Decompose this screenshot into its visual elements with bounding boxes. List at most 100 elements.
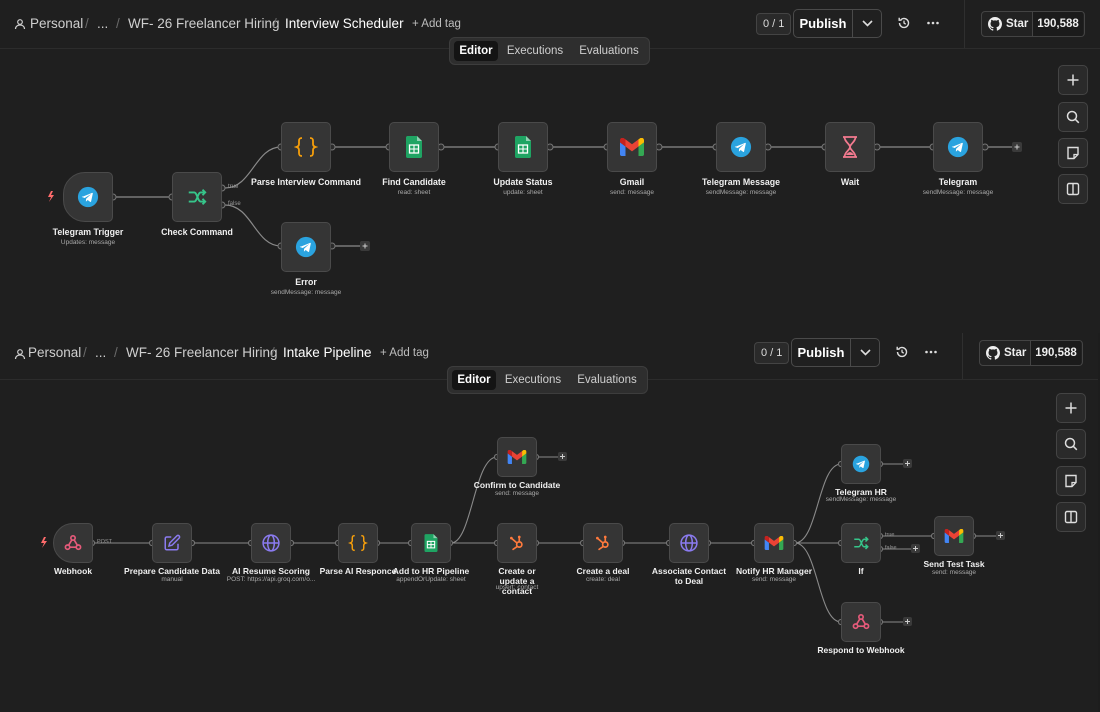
node-prepare-candidate-data[interactable]: [152, 523, 192, 563]
github-star-label: Star: [1004, 347, 1027, 359]
top-bar: Personal / ... / WF- 26 Freelancer Hirin…: [0, 0, 1100, 49]
search-nodes-button[interactable]: [1058, 102, 1088, 132]
toggle-panel-button[interactable]: [1056, 502, 1086, 532]
node-send-test-task[interactable]: [934, 516, 974, 556]
node-telegram-trigger[interactable]: [63, 172, 113, 222]
tab-executions[interactable]: Executions: [506, 45, 564, 57]
add-connection-icons: [558, 452, 1005, 626]
header-divider: [964, 0, 965, 48]
workflow-panel-intake-pipeline: Personal / ... / WF- 26 Freelancer Hirin…: [0, 333, 1098, 712]
node-ai-resume-scoring[interactable]: [251, 523, 291, 563]
node-create-a-deal[interactable]: [583, 523, 623, 563]
node-add-to-hr-pipeline[interactable]: [411, 523, 451, 563]
globe-icon: [680, 534, 698, 552]
node-update-status[interactable]: [498, 122, 548, 172]
sticky-note-button[interactable]: [1056, 466, 1086, 496]
panel-icon: [1066, 182, 1080, 196]
history-icon[interactable]: [891, 341, 913, 363]
globe-icon: [262, 534, 280, 552]
breadcrumb-project[interactable]: WF- 26 Freelancer Hiring: [128, 16, 280, 31]
node-telegram[interactable]: [933, 122, 983, 172]
breadcrumb-separator: /: [273, 16, 277, 31]
gmail-icon: [620, 138, 644, 156]
node-label: Gmail: [619, 177, 645, 187]
github-star-button[interactable]: Star: [980, 341, 1031, 365]
publish-options-button[interactable]: [852, 10, 882, 37]
more-options-icon[interactable]: [920, 341, 942, 363]
tab-evaluations[interactable]: Evaluations: [579, 45, 639, 57]
node-subtitle: upsert: contact: [495, 584, 539, 591]
node-subtitle: send: message: [494, 490, 540, 497]
node-wait[interactable]: [825, 122, 875, 172]
github-star-button[interactable]: Star: [982, 12, 1033, 36]
node-label: Create a deal: [576, 566, 630, 576]
github-star-widget[interactable]: Star 190,588: [979, 340, 1083, 366]
publish-button[interactable]: Publish: [793, 9, 882, 38]
code-braces-icon: [348, 534, 368, 552]
node-label: Parse AI Responce: [319, 566, 397, 576]
add-node-button[interactable]: [1058, 65, 1088, 95]
node-subtitle: create: deal: [586, 576, 620, 583]
node-confirm-to-candidate[interactable]: [497, 437, 537, 477]
node-label: Parse Interview Command: [251, 177, 361, 187]
node-associate-contact-to-deal[interactable]: [669, 523, 709, 563]
node-label: Find Candidate: [382, 177, 446, 187]
search-icon: [1066, 110, 1080, 124]
github-star-widget[interactable]: Star 190,588: [981, 11, 1085, 37]
branch-false-label: false: [228, 201, 241, 207]
node-respond-to-webhook[interactable]: [841, 602, 881, 642]
node-label: Prepare Candidate Data: [124, 566, 220, 576]
node-notify-hr-manager[interactable]: [754, 523, 794, 563]
add-tag-button[interactable]: + Add tag: [380, 347, 429, 359]
header-divider: [962, 333, 963, 379]
workflow-title[interactable]: Interview Scheduler: [285, 16, 404, 31]
chevron-down-icon: [862, 20, 873, 27]
tab-executions[interactable]: Executions: [504, 374, 562, 386]
node-label: Send Test Task: [923, 559, 985, 569]
search-nodes-button[interactable]: [1056, 429, 1086, 459]
history-icon[interactable]: [893, 12, 915, 34]
node-error[interactable]: [281, 222, 331, 272]
breadcrumb-separator: /: [85, 16, 89, 31]
tab-editor[interactable]: Editor: [454, 41, 498, 61]
tab-editor[interactable]: Editor: [452, 370, 496, 390]
breadcrumb-ellipsis[interactable]: ...: [97, 16, 109, 31]
breadcrumb-personal[interactable]: Personal: [30, 16, 84, 31]
telegram-icon: [295, 236, 317, 258]
node-subtitle: send: message: [751, 576, 797, 583]
breadcrumb-separator: /: [114, 345, 118, 360]
node-label: Update Status: [493, 177, 553, 187]
more-options-icon[interactable]: [922, 12, 944, 34]
publish-options-button[interactable]: [850, 339, 880, 366]
node-parse-ai-responce[interactable]: [338, 523, 378, 563]
node-check-command[interactable]: [172, 172, 222, 222]
node-webhook[interactable]: [53, 523, 93, 563]
breadcrumb-project[interactable]: WF- 26 Freelancer Hiring: [126, 345, 278, 360]
node-if[interactable]: [841, 523, 881, 563]
node-telegram-message[interactable]: [716, 122, 766, 172]
tab-evaluations[interactable]: Evaluations: [577, 374, 637, 386]
node-subtitle: POST: https://api.groq.com/o...: [226, 576, 316, 583]
node-create-or-update-contact[interactable]: [497, 523, 537, 563]
node-label: Webhook: [53, 566, 93, 576]
workflow-title[interactable]: Intake Pipeline: [283, 345, 372, 360]
breadcrumb-ellipsis[interactable]: ...: [95, 345, 107, 360]
breadcrumb-separator: /: [116, 16, 120, 31]
node-gmail[interactable]: [607, 122, 657, 172]
add-tag-button[interactable]: + Add tag: [412, 18, 461, 30]
toggle-panel-button[interactable]: [1058, 174, 1088, 204]
plus-icon: [1065, 402, 1077, 414]
node-label: AI Resume Scoring: [232, 566, 310, 576]
google-sheets-icon: [515, 136, 531, 158]
view-tabs: Editor Executions Evaluations: [447, 366, 648, 394]
sticky-note-button[interactable]: [1058, 138, 1088, 168]
node-find-candidate[interactable]: [389, 122, 439, 172]
breadcrumb-personal[interactable]: Personal: [28, 345, 82, 360]
telegram-icon: [852, 455, 870, 473]
node-telegram-hr[interactable]: [841, 444, 881, 484]
publish-button[interactable]: Publish: [791, 338, 880, 367]
google-sheets-icon: [406, 136, 422, 158]
node-parse-interview-command[interactable]: [281, 122, 331, 172]
node-subtitle: read: sheet: [397, 189, 431, 196]
add-node-button[interactable]: [1056, 393, 1086, 423]
